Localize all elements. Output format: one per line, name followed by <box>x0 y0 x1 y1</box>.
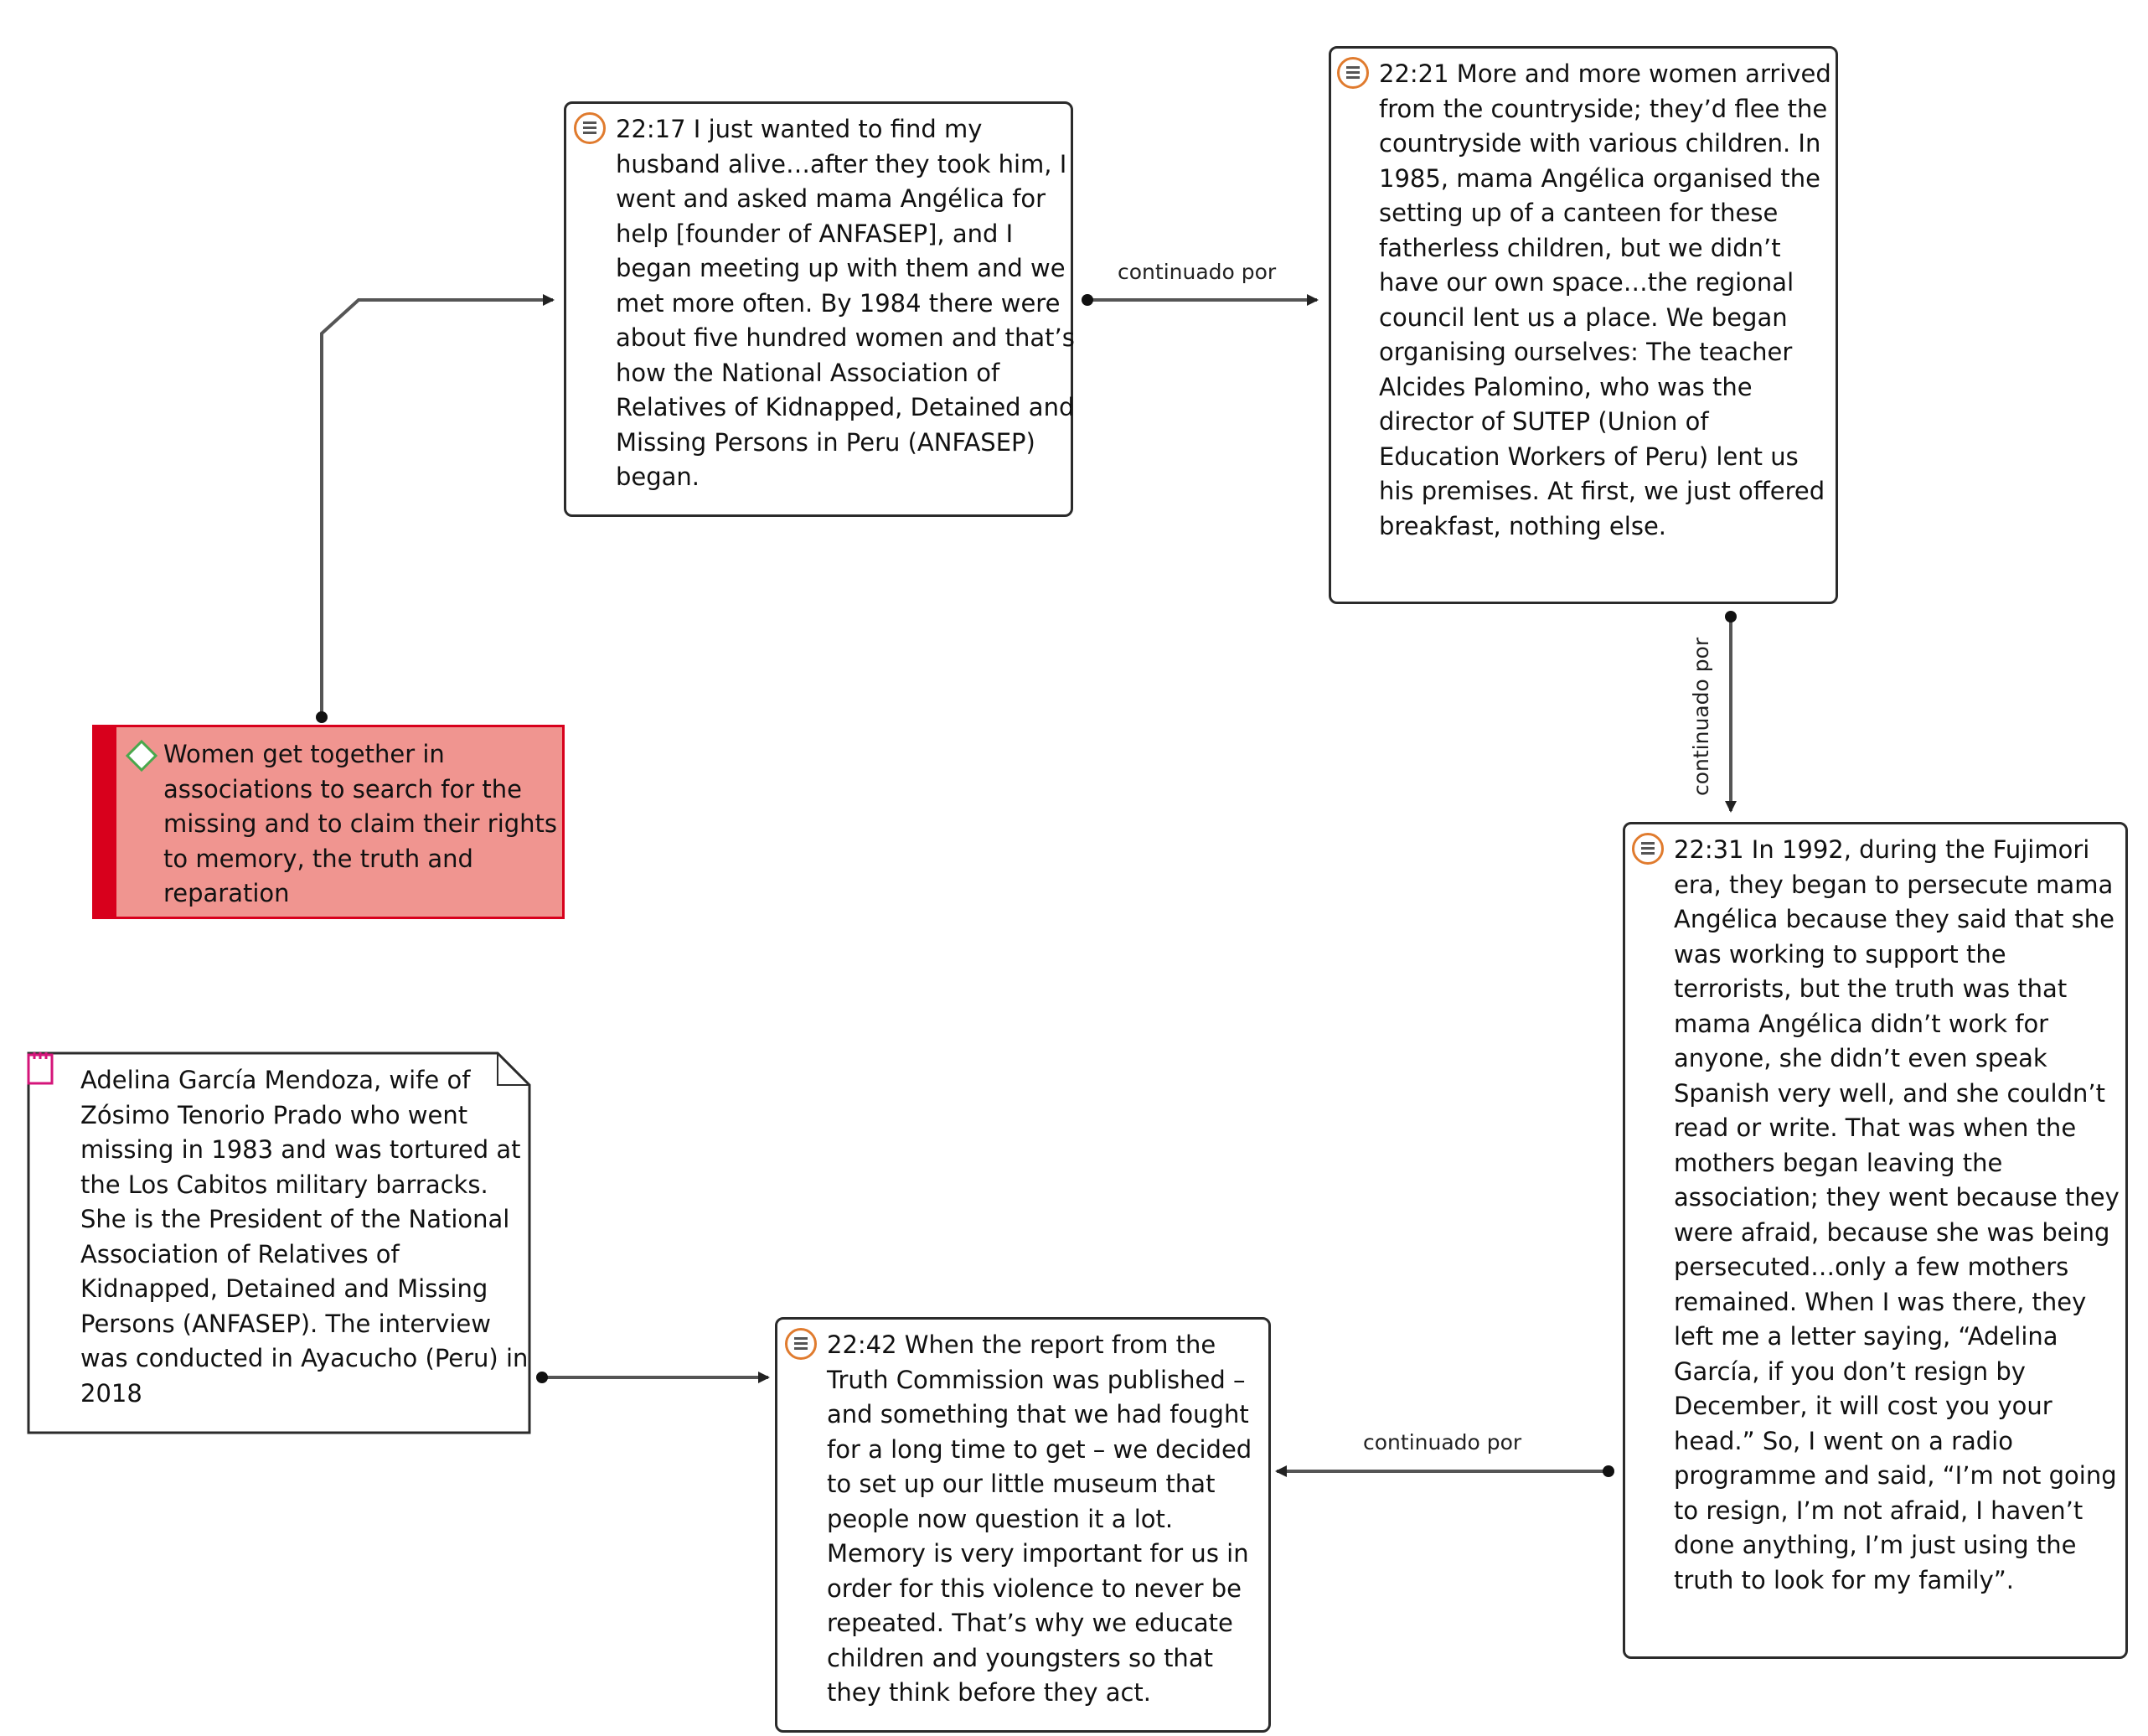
quote-icon <box>785 1328 817 1360</box>
link-2217-to-2221[interactable] <box>1082 294 1319 306</box>
diamond-icon <box>125 739 158 772</box>
link-code-to-2217[interactable] <box>316 294 555 723</box>
link-label-2217-2221: continuado por <box>1118 260 1277 284</box>
link-2231-to-2242[interactable] <box>1275 1465 1614 1477</box>
link-memo-to-2242[interactable] <box>536 1372 770 1383</box>
quote-icon <box>574 112 606 144</box>
quote-icon <box>1337 57 1369 89</box>
memo-icon <box>27 1052 54 1085</box>
link-label-2221-2231: continuado por <box>1689 637 1713 796</box>
quote-icon <box>1632 833 1664 865</box>
link-label-2231-2242: continuado por <box>1363 1430 1522 1454</box>
link-2221-to-2231[interactable] <box>1725 611 1737 813</box>
code-color-bar <box>95 727 116 917</box>
memo-shape <box>27 1051 531 1434</box>
